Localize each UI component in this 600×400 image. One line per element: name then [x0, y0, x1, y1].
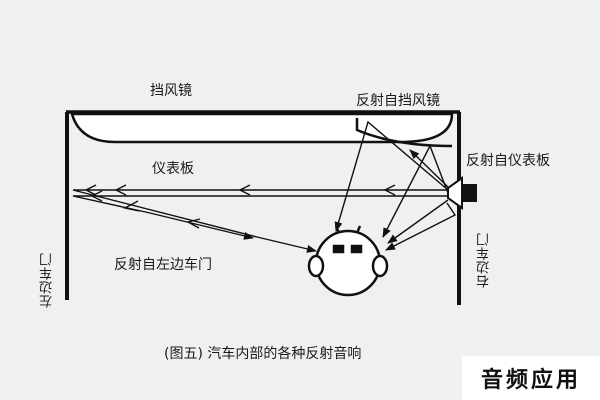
- label-reflect-left-door: 反射自左边车门: [114, 257, 212, 273]
- label-right-door: 右边车门: [477, 232, 492, 288]
- arrowhead: [122, 200, 140, 212]
- arrowhead: [84, 184, 97, 196]
- dashboard-shape: [355, 118, 453, 148]
- ray-windshield-2: [382, 144, 449, 238]
- reflection-rays: [72, 120, 457, 253]
- label-left-door: 左边车门: [40, 252, 55, 308]
- ray-left-door-lower: [72, 195, 448, 240]
- speaker-icon: [447, 176, 477, 210]
- label-reflect-dashboard: 反射自仪表板: [466, 153, 550, 169]
- arrowhead: [114, 184, 127, 196]
- ray-right-door: [385, 202, 457, 251]
- listener-head-icon: [307, 225, 389, 297]
- arrowhead: [90, 190, 103, 202]
- windshield-glass: [70, 112, 454, 144]
- label-dashboard: 仪表板: [152, 161, 194, 177]
- ray-speaker-to-windshield: [409, 149, 449, 188]
- arrowhead: [238, 184, 251, 196]
- ray-windshield-1: [334, 120, 449, 232]
- label-reflect-windshield: 反射自挡风镜: [356, 93, 440, 109]
- watermark-badge: 音频应用: [462, 356, 600, 400]
- arrowhead: [383, 184, 396, 196]
- arrowhead: [186, 218, 201, 229]
- label-windshield: 挡风镜: [150, 83, 192, 99]
- ray-arrowheads: [84, 184, 396, 229]
- ray-left-door-upper: [72, 189, 448, 253]
- figure-caption: (图五) 汽车内部的各种反射音响: [164, 346, 362, 362]
- ray-dashboard-direct: [387, 199, 449, 244]
